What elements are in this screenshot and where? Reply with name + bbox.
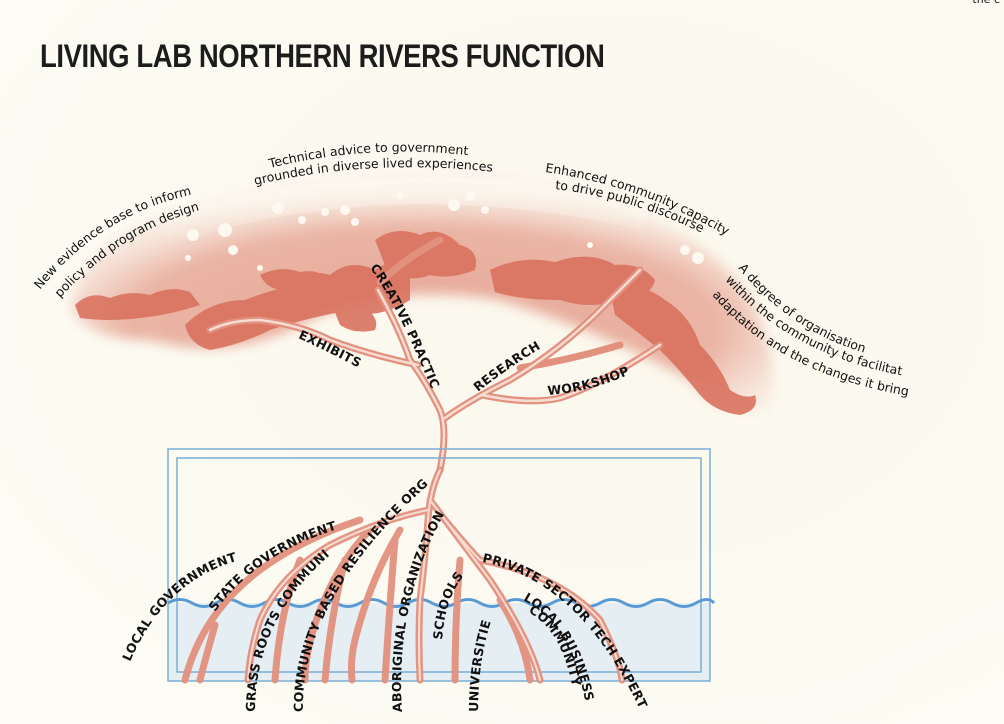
foliage-clumps [75, 231, 756, 415]
inner-frame [176, 457, 702, 673]
cropped-corner-text: the c [972, 0, 1000, 6]
page-title: LIVING LAB NORTHERN RIVERS FUNCTION [40, 38, 605, 74]
canopy [70, 173, 774, 415]
canopy-highlights [185, 188, 704, 271]
tree-branches [206, 236, 664, 474]
outer-frame [167, 448, 711, 682]
water-line [167, 598, 716, 608]
tree-roots [181, 466, 626, 684]
